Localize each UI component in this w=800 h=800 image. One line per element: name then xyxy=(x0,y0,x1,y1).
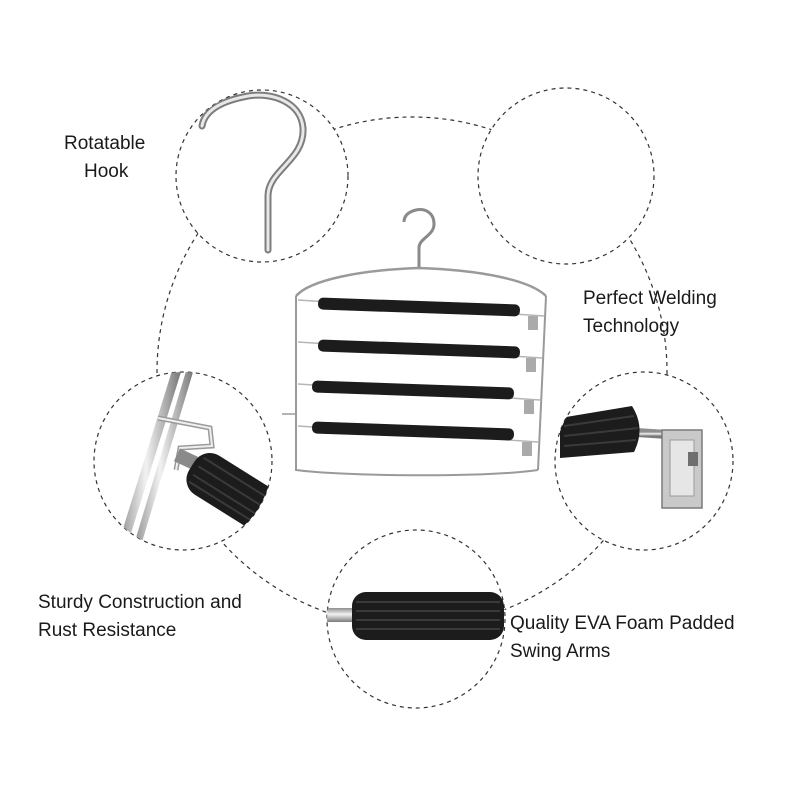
label-sturdy-construction: Sturdy Construction and Rust Resistance xyxy=(38,589,242,645)
detail-circle-hook xyxy=(175,89,349,263)
label-line: Swing Arms xyxy=(510,641,611,662)
label-line: Technology xyxy=(583,316,680,337)
label-line: Perfect Welding xyxy=(583,288,717,309)
label-line: Rust Resistance xyxy=(38,620,177,641)
label-perfect-welding: Perfect Welding Technology xyxy=(583,285,717,341)
detail-circle-welding-joint xyxy=(554,371,734,551)
label-line: Hook xyxy=(84,161,129,182)
label-line: Sturdy Construction and xyxy=(38,592,242,613)
label-eva-foam: Quality EVA Foam Padded Swing Arms xyxy=(510,610,735,666)
detail-circle-welding xyxy=(477,87,655,265)
label-line: Quality EVA Foam Padded xyxy=(510,613,735,634)
detail-circle-foam xyxy=(326,529,506,709)
label-line: Rotatable xyxy=(64,133,146,154)
detail-circle-construction xyxy=(93,371,273,551)
label-rotatable-hook: Rotatable Hook xyxy=(64,130,145,186)
hanger-main xyxy=(282,208,547,477)
